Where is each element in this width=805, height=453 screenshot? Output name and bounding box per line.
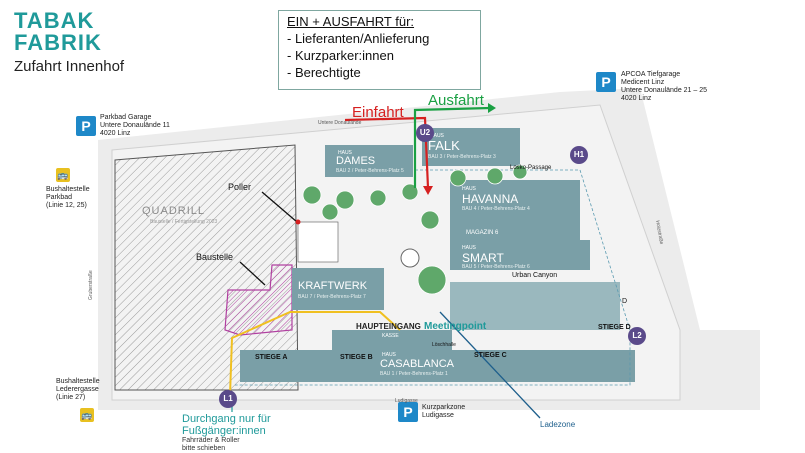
dames-haus: HAUS — [338, 150, 352, 156]
urban-canyon-area — [450, 282, 620, 330]
ausfahrt-label: Ausfahrt — [428, 92, 484, 109]
fountain — [400, 248, 420, 268]
havanna-building — [450, 180, 580, 240]
bus-icon: 🚌 — [56, 168, 70, 182]
casablanca-building — [240, 350, 635, 382]
durchgang-notice-line3: Fahrräder & Roller — [182, 437, 240, 444]
poller-gate-area — [297, 221, 339, 263]
info-box-title: EIN + AUSFAHRT für: — [287, 14, 415, 29]
baustelle-pointer — [239, 261, 266, 286]
stiege-c-label: STIEGE C — [474, 352, 507, 359]
parking-apcoa-label: APCOA Tiefgarage Medicent Linz Untere Do… — [621, 71, 708, 102]
marker-l1: L1 — [219, 390, 237, 408]
kraftwerk-name: KRAFTWERK — [298, 280, 368, 292]
magazin-label: MAGAZIN 6 — [466, 230, 499, 236]
info-box-item: - Kurzparker:innen — [287, 48, 394, 63]
falk-building — [422, 128, 520, 166]
parking-icon: P — [398, 402, 418, 422]
stiege-b-label: STIEGE B — [340, 354, 373, 361]
street-south: Ludigasse — [395, 398, 418, 404]
kraftwerk-building — [292, 268, 384, 310]
parking-kurzparkzone-label: Kurzparkzone Ludigasse — [422, 404, 466, 419]
casablanca-name: CASABLANCA — [380, 358, 454, 370]
quadrill-name: QUADRILL — [142, 205, 206, 217]
center-block — [332, 330, 452, 352]
bus-stop-lederergasse-label: Bushaltestelle Lederergasse (Linie 27) — [56, 378, 100, 401]
meetingpoint-label: Meetingpoint — [424, 321, 487, 332]
info-box-item: - Lieferanten/Anlieferung — [287, 31, 430, 46]
brand-line1: TABAK — [14, 8, 95, 33]
smart-haus: HAUS — [462, 245, 476, 251]
havanna-haus: HAUS — [462, 186, 476, 192]
poller-pointer — [261, 191, 298, 223]
d-label: D — [622, 298, 628, 305]
parking-icon: P — [596, 72, 616, 92]
ladezone-pointer — [439, 311, 541, 419]
street-north: Untere Donaulände — [318, 120, 362, 126]
stiege-d-label: STIEGE D — [598, 324, 631, 331]
quadrill-sub: Baustelle / Fertigstellung 2023 — [150, 219, 218, 225]
pedestrian-path — [229, 311, 401, 396]
marker-u2: U2 — [416, 124, 434, 142]
havanna-name: HAVANNA — [462, 192, 519, 206]
einfahrt-label: Einfahrt — [352, 104, 404, 121]
einfahrt-arrow — [344, 116, 430, 189]
kraftwerk-sub: BAU 7 / Peter-Behrens-Platz 7 — [298, 294, 366, 300]
casablanca-haus: HAUS — [382, 352, 396, 358]
dames-sub: BAU 2 / Peter-Behrens-Platz 5 — [336, 168, 404, 174]
kassa-label: KASSE — [382, 333, 399, 339]
info-box-item: - Berechtigte — [287, 65, 361, 80]
durchgang-notice-line1: Durchgang nur für — [182, 413, 271, 425]
baustelle-label: Baustelle — [196, 252, 234, 262]
smart-sub: BAU 5 / Peter-Behrens-Platz 6 — [462, 264, 530, 270]
falk-name: FALK — [428, 138, 460, 153]
bus-icon: 🚌 — [80, 408, 94, 422]
brand-subtitle: Zufahrt Innenhof — [14, 58, 125, 75]
brand-line2: FABRIK — [14, 30, 102, 55]
parking-parkbad-label: Parkbad Garage Untere Donaulände 11 4020… — [100, 114, 170, 137]
urban-canyon-label: Urban Canyon — [512, 272, 558, 279]
parking-icon: P — [76, 116, 96, 136]
falk-haus: HAUS — [430, 133, 444, 139]
durchgang-notice-line4: bitte schieben — [182, 445, 226, 452]
dames-building — [325, 145, 413, 177]
dames-name: DAMES — [336, 155, 376, 167]
smart-name: SMART — [462, 251, 504, 265]
info-box: EIN + AUSFAHRT für: - Lieferanten/Anlief… — [278, 10, 481, 90]
casablanca-sub: BAU 1 / Peter-Behrens-Platz 1 — [380, 371, 448, 377]
trees — [302, 164, 528, 295]
ladezone-label: Ladezone — [540, 420, 576, 429]
havanna-sub: BAU 4 / Peter-Behrens-Platz 4 — [462, 206, 530, 212]
smart-building — [450, 240, 590, 270]
street-west: Gruberstraße — [88, 270, 94, 300]
marker-h1: H1 — [570, 146, 588, 164]
marker-l2: L2 — [628, 327, 646, 345]
durchgang-notice-line2: Fußgänger:innen — [182, 425, 266, 437]
loeschhalle-label: Löschhalle — [432, 342, 456, 348]
poller-label: Poller — [228, 182, 252, 192]
falk-sub: BAU 3 / Peter-Behrens-Platz 3 — [428, 154, 496, 160]
stiege-a-label: STIEGE A — [255, 354, 288, 361]
losko-passage-label: Losko-Passage — [510, 165, 552, 171]
haupteingang-label: HAUPTEINGANG — [356, 322, 421, 331]
bus-stop-parkbad-label: Bushaltestelle Parkbad (Linie 12, 25) — [46, 186, 90, 209]
ausfahrt-arrow — [413, 106, 491, 188]
